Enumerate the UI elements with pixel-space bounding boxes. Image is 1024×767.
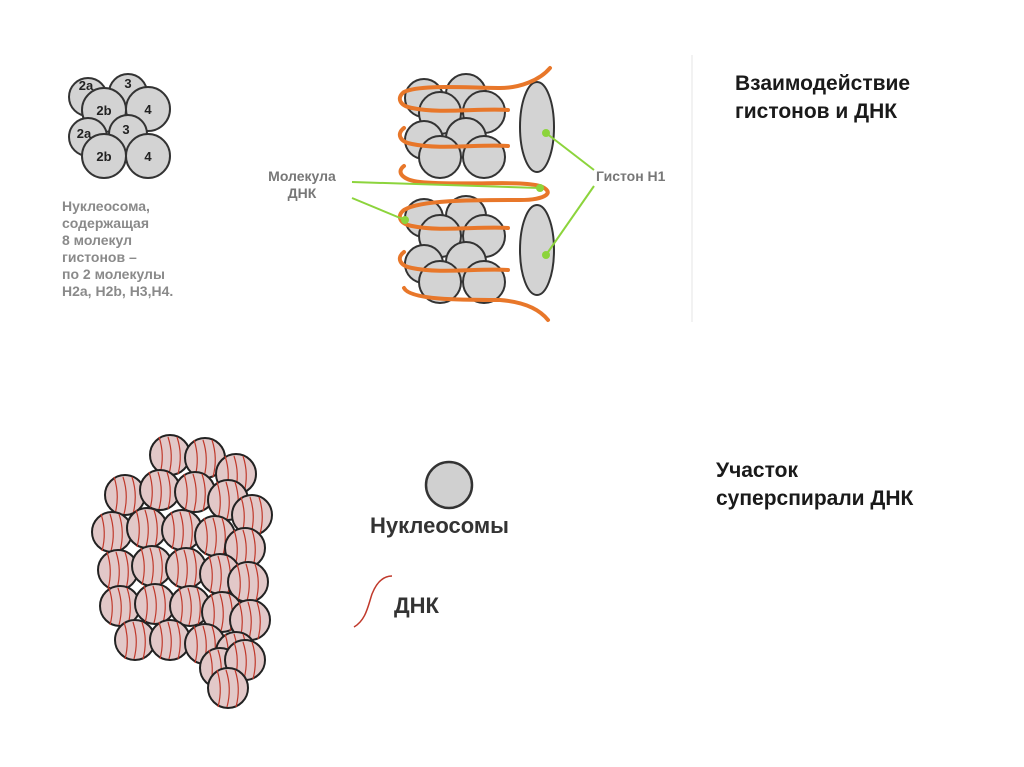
supercoil-dna-thread (225, 481, 230, 520)
supercoil-dna-thread (141, 621, 146, 660)
h1-pointers (542, 129, 595, 259)
histone-label-2a-top: 2a (79, 78, 94, 93)
supercoil-dna-thread (166, 471, 171, 510)
supercoil-dna-thread (140, 547, 145, 586)
supercoil-dna-thread (234, 669, 239, 708)
dna-molecule-label-line1: Молекула (268, 168, 336, 184)
histone-label-2b-bottom: 2b (96, 149, 111, 164)
supercoil-dna-thread (149, 547, 154, 586)
supercoil-dna-thread (225, 669, 230, 708)
supercoil-figure: Нуклеосомы ДНК (91, 434, 509, 709)
histone-dna-figure: 2a 3 2b 4 2a 3 2b 4 Нуклеосома, содержащ… (62, 55, 693, 322)
title-supercoil-line1: Участок (716, 459, 798, 482)
nucleosome-caption-line1: Нуклеосома, (62, 198, 150, 214)
supercoil-dna-thread (236, 563, 241, 602)
supercoil-dna-thread (143, 585, 148, 624)
histone-h1-label: Гистон Н1 (596, 168, 666, 184)
supercoil-dna-thread (245, 563, 250, 602)
supercoil-dna-thread (113, 476, 118, 515)
dna-molecule-label-line2: ДНК (288, 185, 317, 201)
supercoil-dna-thread (176, 436, 181, 475)
supercoil-dna-thread (157, 471, 162, 510)
supercoil-dna-thread (148, 471, 153, 510)
nucleosome-caption-line4: гистонов – (62, 249, 137, 265)
supercoil-dna-thread (192, 473, 197, 512)
supercoil-dna-thread (216, 669, 221, 708)
supercoil-dna-thread (247, 601, 252, 640)
supercoil-dna-thread (122, 476, 127, 515)
histone-label-3-top: 3 (124, 76, 131, 91)
supercoil-dna-thread (258, 496, 263, 535)
supercoil-dna-thread (158, 547, 163, 586)
nucleosome-caption-line3: 8 молекул (62, 232, 132, 248)
dna-legend-icon (353, 575, 393, 628)
supercoil-dna-thread (106, 551, 111, 590)
supercoil-dna-thread (203, 517, 208, 556)
supercoil-dna-thread (174, 549, 179, 588)
supercoil-dna-thread (109, 513, 114, 552)
dna-legend-label: ДНК (394, 593, 440, 618)
supercoil-dna-thread (251, 641, 256, 680)
supercoil-dna-thread (123, 621, 128, 660)
supercoil-dna-thread (221, 517, 226, 556)
nucleosomes-legend-label: Нуклеосомы (370, 513, 509, 538)
histone-label-4-bottom: 4 (144, 149, 152, 164)
supercoil-dna-thread (132, 621, 137, 660)
supercoil-dna-thread (117, 587, 122, 626)
histone-label-4-top: 4 (144, 102, 152, 117)
histone-4-bottom (125, 133, 171, 179)
dna-strand (397, 66, 552, 322)
histone-label-3-bottom: 3 (122, 122, 129, 137)
histone-label-2b-top: 2b (96, 103, 111, 118)
supercoil-dna-thread (183, 549, 188, 588)
supercoil-cluster (91, 434, 273, 709)
title-interaction-line2: гистонов и ДНК (735, 100, 898, 123)
nucleosome-caption-line2: содержащая (62, 215, 149, 231)
supercoil-dna-thread (161, 585, 166, 624)
dna-pointers (351, 181, 544, 224)
histone-label-2a-bottom: 2a (77, 126, 92, 141)
nucleosome-legend-icon (424, 460, 474, 510)
supercoil-dna-thread (201, 473, 206, 512)
supercoil-dna-thread (108, 587, 113, 626)
nucleosome-caption-line6: Н2а, Н2b, Н3,Н4. (62, 283, 173, 299)
supercoil-dna-thread (131, 476, 136, 515)
supercoil-dna-thread (219, 593, 224, 632)
supercoil-dna-thread (187, 587, 192, 626)
supercoil-dna-thread (211, 439, 216, 478)
supercoil-dna-thread (167, 621, 172, 660)
supercoil-dna-thread (188, 511, 193, 550)
nucleosome-octamer (68, 73, 171, 179)
supercoil-dna-thread (100, 513, 105, 552)
supercoil-dna-thread (217, 555, 222, 594)
supercoil-dna-thread (158, 621, 163, 660)
supercoil-dna-thread (196, 587, 201, 626)
supercoil-dna-thread (153, 509, 158, 548)
supercoil-dna-thread (170, 511, 175, 550)
nucleosome-caption-line5: по 2 молекулы (62, 266, 165, 282)
title-interaction: Взаимодействие гистонов и ДНК (735, 70, 910, 126)
supercoil-dna-thread (167, 436, 172, 475)
supercoil-dna-thread (118, 513, 123, 552)
supercoil-dna-thread (212, 517, 217, 556)
supercoil-dna-thread (179, 511, 184, 550)
supercoil-dna-thread (192, 549, 197, 588)
supercoil-dna-thread (183, 473, 188, 512)
supercoil-dna-thread (208, 555, 213, 594)
title-supercoil: Участок суперспирали ДНК (716, 457, 913, 513)
title-supercoil-line2: суперспирали ДНК (716, 487, 914, 510)
histone-h1-lower (519, 204, 555, 296)
histone-h1-upper (519, 81, 555, 173)
supercoil-dna-thread (124, 551, 129, 590)
supercoil-dna-thread (193, 625, 198, 664)
supercoil-dna-thread (176, 621, 181, 660)
supercoil-dna-thread (144, 509, 149, 548)
title-interaction-line1: Взаимодействие (735, 72, 911, 95)
supercoil-dna-thread (135, 509, 140, 548)
supercoil-dna-thread (178, 587, 183, 626)
supercoil-dna-thread (152, 585, 157, 624)
supercoil-dna-thread (256, 601, 261, 640)
supercoil-dna-thread (254, 563, 259, 602)
